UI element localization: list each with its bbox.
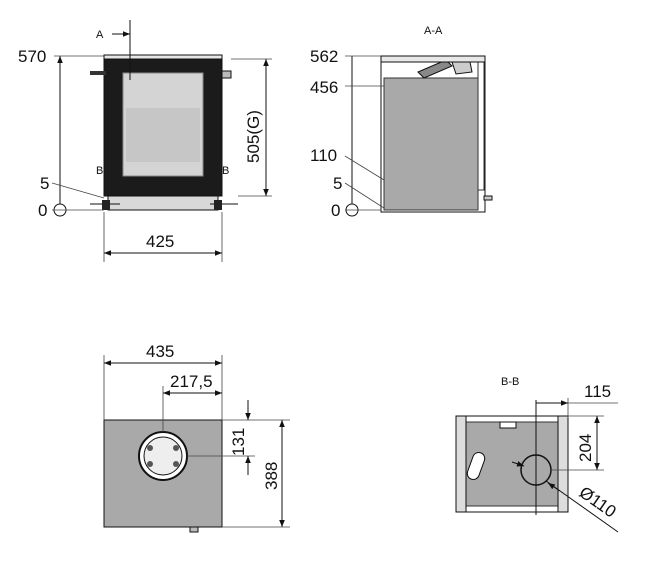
glass-reflection xyxy=(126,108,200,162)
section-bb-notch xyxy=(499,421,517,429)
side-bracket xyxy=(221,70,232,79)
section-bb-view: B-B 115 204 Ø110 xyxy=(455,376,620,533)
section-bb-title: B-B xyxy=(501,376,519,388)
flue-inner-circle xyxy=(143,436,183,476)
dim-0-aa: 0 xyxy=(331,201,340,220)
ext-5-aa xyxy=(344,182,385,209)
flue-bolt xyxy=(147,445,153,451)
dim-217-5: 217,5 xyxy=(170,372,213,391)
door-handle xyxy=(90,71,106,75)
stove-top-plate xyxy=(103,54,223,60)
dim-5-front: 5 xyxy=(40,174,49,193)
dim-425: 425 xyxy=(146,232,174,251)
section-aa-top-plate xyxy=(380,55,486,63)
foot-block-left xyxy=(102,200,110,210)
section-aa-body xyxy=(383,77,479,211)
dim-505g: 505(G) xyxy=(244,110,263,163)
flue-bolt xyxy=(173,445,179,451)
section-aa-baffle xyxy=(417,59,453,79)
dim-204: 204 xyxy=(576,434,595,462)
leader-5 xyxy=(51,182,105,199)
leader-110-arrow xyxy=(547,482,561,492)
dim-5-aa: 5 xyxy=(333,174,342,193)
section-bb-left-wall xyxy=(455,415,467,513)
dim-435: 435 xyxy=(146,342,174,361)
section-bb-arrow xyxy=(511,461,525,467)
top-view-tab xyxy=(189,526,199,533)
dim-562: 562 xyxy=(310,47,338,66)
dim-110: 110 xyxy=(310,146,337,165)
dim-456: 456 xyxy=(310,78,338,97)
flue-bolt xyxy=(147,461,153,467)
section-label-b-right: B xyxy=(222,165,229,177)
section-aa-back-panel xyxy=(477,61,485,191)
dim-131: 131 xyxy=(229,428,248,456)
dim-388: 388 xyxy=(262,462,281,490)
section-bb-slot xyxy=(466,451,486,481)
section-label-b-left: B xyxy=(96,165,103,177)
section-aa-view: A-A 562 456 110 5 0 xyxy=(310,25,493,220)
section-aa-title: A-A xyxy=(424,25,443,37)
ext-110 xyxy=(344,155,385,181)
dim-d110: Ø110 xyxy=(576,483,620,522)
foot-block-right xyxy=(214,200,222,210)
stove-base xyxy=(107,195,219,211)
dim-570: 570 xyxy=(18,47,46,66)
top-view: 435 217,5 131 388 xyxy=(103,342,290,533)
section-label-a: A xyxy=(96,29,104,41)
section-aa-foot xyxy=(483,195,493,201)
section-aa-flue xyxy=(451,61,473,75)
dim-115: 115 xyxy=(584,382,611,401)
section-bb-right-wall xyxy=(557,415,569,513)
front-view: A B B 570 5 0 505(G) 425 xyxy=(18,20,272,262)
dim-0-front: 0 xyxy=(38,201,47,220)
flue-bolt xyxy=(173,461,179,467)
